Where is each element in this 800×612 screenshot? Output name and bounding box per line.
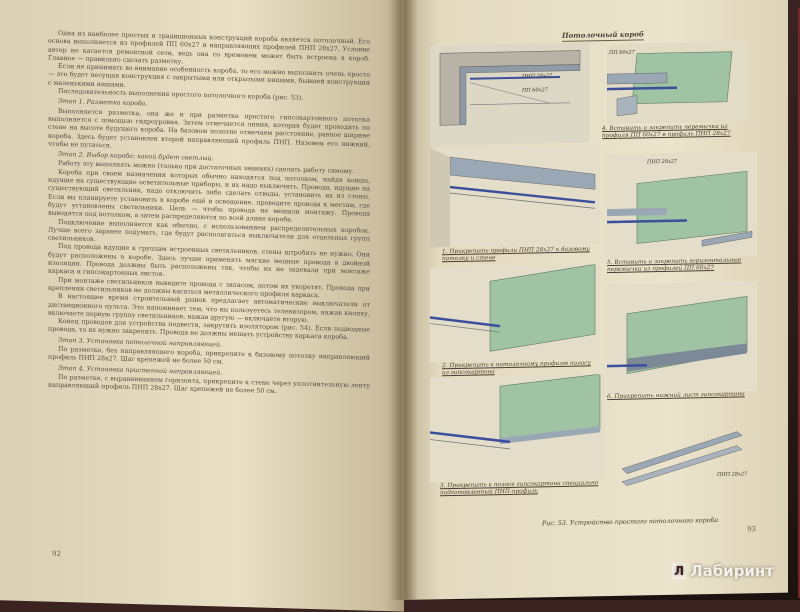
label-pp: ПП 60х27 [522,87,548,94]
caption-step-3: 3. Прикрепить к полосе гипсокартона спец… [440,480,599,497]
label-pp-2: ПП 60х27 [609,49,635,57]
right-page: Потолочный короб ПНП 28х27 ПП 60х27 [402,0,788,600]
body-paragraph: Короба при своем назначении которых обыч… [48,168,370,224]
figure-loose-profiles: ПНП 28х27 [617,421,757,494]
right-page-number: 93 [747,525,756,534]
caption-step-1: 1. Прикрепить профили ПНП 28х27 к базово… [442,246,590,263]
figure-step-6 [607,281,757,395]
figure-step-3 [430,374,605,483]
body-paragraph: Выполняется разметка, она же и при разме… [48,107,370,150]
figure-step-2 [430,264,600,363]
labirint-logo-icon: Л [672,563,687,579]
watermark-text: Лабиринт [690,562,774,580]
figure-step-4: ПП 60х27 [607,41,747,125]
caption-step-5: 5. Вставить и закрепить горизонтальные п… [607,257,742,274]
left-page: Одна из наиболее простых и традиционных … [0,0,404,612]
figure-step-1-overview: ПНП 28х27 ПП 60х27 [430,42,590,146]
watermark: Л Лабиринт [672,562,774,580]
caption-step-6: 6. Прикрепить нижний лист гипсокартона [607,391,745,401]
label-pnp-2: ПНП 28х27 [647,158,678,166]
page-header: Потолочный короб [562,29,644,42]
label-pnp: ПНП 28х27 [522,73,553,80]
book-cover-edge [798,8,800,598]
caption-step-4: 4. Вставить и закрепить перемычки из про… [602,123,731,140]
left-page-number: 92 [52,549,61,558]
figure-step-1 [430,144,600,248]
left-page-text: Одна из наиболее простых и традиционных … [48,30,370,399]
figure-caption: Рис. 53. Устройство простого потолочного… [542,516,719,528]
label-pnp-3: ПНП 28х27 [717,471,748,478]
figure-step-5: ПНП 28х27 [607,151,757,260]
